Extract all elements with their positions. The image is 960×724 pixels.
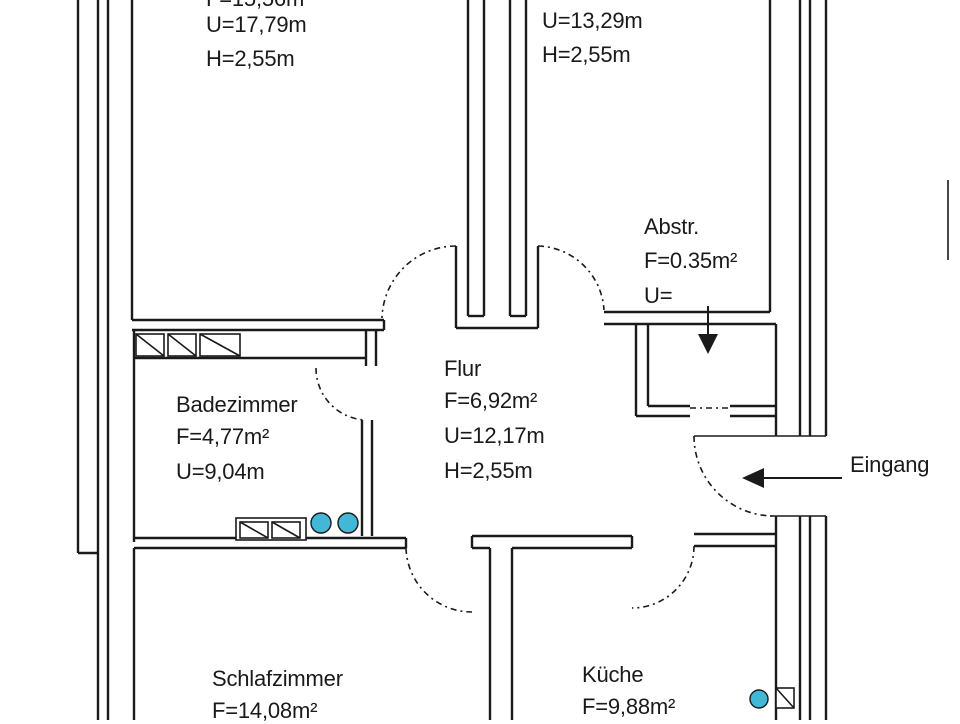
badezimmer-perimeter: U=9,04m <box>176 459 265 484</box>
bottom-room-walls <box>132 416 778 720</box>
schlafzimmer-area: F=14,08m² <box>212 698 318 723</box>
badezimmer-walls <box>132 330 408 550</box>
flur-perimeter: U=12,17m <box>444 423 545 448</box>
bathroom-fixture-icons <box>310 512 359 534</box>
entrance-arrow-icon <box>742 468 842 488</box>
left-outer-wall <box>76 0 110 720</box>
door-swings <box>315 245 777 613</box>
entrance-label: Eingang <box>850 452 930 477</box>
abstr-arrow-icon <box>698 306 718 354</box>
kueche-name: Küche <box>582 662 644 687</box>
top-right-room-walls <box>468 0 776 328</box>
abstr-area: F=0.35m² <box>644 248 738 273</box>
top-left-room-height: H=2,55m <box>206 46 295 71</box>
top-left-room-walls <box>130 0 538 332</box>
top-left-room-perimeter: U=17,79m <box>206 12 307 37</box>
entrance-wall-lines <box>694 435 826 517</box>
top-right-room-height: H=2,55m <box>542 42 631 67</box>
schlafzimmer-name: Schlafzimmer <box>212 666 343 691</box>
top-right-room-perimeter: U=13,29m <box>542 8 643 33</box>
badezimmer-name: Badezimmer <box>176 392 298 417</box>
badezimmer-area: F=4,77m² <box>176 424 270 449</box>
kueche-area: F=9,88m² <box>582 694 676 719</box>
flur-area: F=6,92m² <box>444 388 538 413</box>
abstellraum-walls <box>634 324 778 418</box>
flur-height: H=2,55m <box>444 458 533 483</box>
abstr-name: Abstr. <box>644 214 700 239</box>
right-outer-wall <box>798 0 949 720</box>
bathroom-vent-icons <box>135 333 307 541</box>
kitchen-fixture-icons <box>749 687 795 709</box>
flur-name: Flur <box>444 356 482 381</box>
top-left-room-area: F=15,56m <box>206 0 304 12</box>
abstr-perimeter: U= <box>644 283 673 308</box>
